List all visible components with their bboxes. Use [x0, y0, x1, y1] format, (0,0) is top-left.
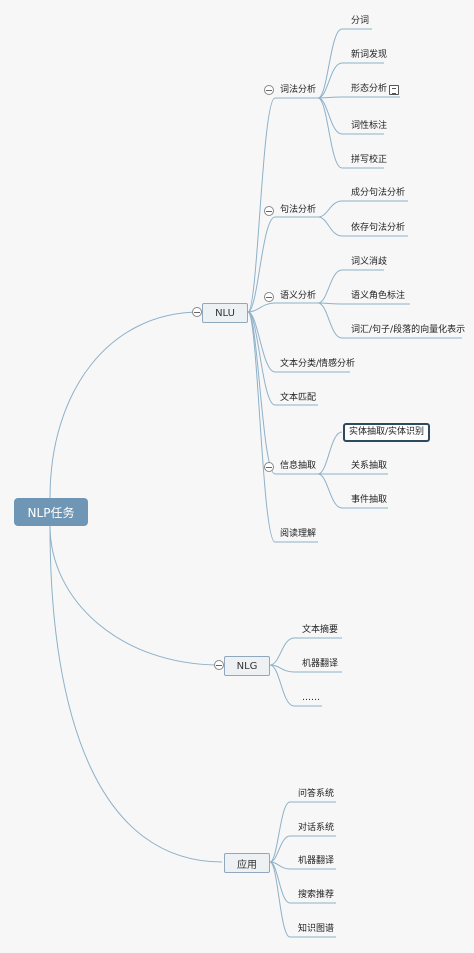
collapse-icon[interactable] [192, 307, 202, 317]
node-reading[interactable]: 阅读理解 [280, 529, 317, 539]
leaf-app-0[interactable]: 问答系统 [298, 789, 335, 799]
node-app[interactable]: 应用 [224, 853, 270, 873]
node-nlg[interactable]: NLG [224, 656, 270, 676]
collapse-icon[interactable] [264, 462, 274, 472]
node-nlu-label: NLU [215, 307, 235, 319]
node-extraction[interactable]: 信息抽取 [280, 461, 317, 471]
leaf-nlg-0[interactable]: 文本摘要 [302, 625, 339, 635]
node-semantic[interactable]: 语义分析 [280, 291, 317, 301]
leaf-semantic-0[interactable]: 词义消歧 [351, 257, 388, 267]
collapse-icon[interactable] [214, 660, 224, 670]
root-label: NLP任务 [27, 505, 75, 520]
leaf-nlg-1[interactable]: 机器翻译 [302, 659, 339, 669]
leaf-lexical-0[interactable]: 分词 [351, 16, 370, 26]
leaf-app-4[interactable]: 知识图谱 [298, 924, 335, 934]
root-node[interactable]: NLP任务 [14, 498, 88, 526]
leaf-syntax-1[interactable]: 依存句法分析 [351, 223, 406, 233]
collapse-icon[interactable] [264, 206, 274, 216]
leaf-lexical-2[interactable]: 形态分析 [351, 84, 388, 94]
node-syntax[interactable]: 句法分析 [280, 205, 317, 215]
leaf-extraction-0[interactable]: 实体抽取/实体识别 [343, 423, 431, 442]
leaf-extraction-1[interactable]: 关系抽取 [351, 461, 388, 471]
node-matching[interactable]: 文本匹配 [280, 393, 317, 403]
node-classification[interactable]: 文本分类/情感分析 [280, 359, 356, 369]
leaf-lexical-4[interactable]: 拼写校正 [351, 155, 388, 165]
leaf-app-1[interactable]: 对话系统 [298, 823, 335, 833]
leaf-nlg-2[interactable]: …… [302, 693, 320, 703]
leaf-lexical-1[interactable]: 新词发现 [351, 50, 388, 60]
leaf-app-3[interactable]: 搜索推荐 [298, 890, 335, 900]
leaf-app-2[interactable]: 机器翻译 [298, 856, 335, 866]
leaf-semantic-1[interactable]: 语义角色标注 [351, 291, 406, 301]
node-nlu[interactable]: NLU [202, 303, 248, 323]
node-app-label: 应用 [237, 859, 257, 871]
note-icon[interactable] [389, 85, 399, 95]
collapse-icon[interactable] [264, 292, 274, 302]
collapse-icon[interactable] [264, 85, 274, 95]
leaf-lexical-3[interactable]: 词性标注 [351, 121, 388, 131]
leaf-semantic-2[interactable]: 词汇/句子/段落的向量化表示 [351, 325, 466, 335]
leaf-extraction-2[interactable]: 事件抽取 [351, 495, 388, 505]
leaf-syntax-0[interactable]: 成分句法分析 [351, 188, 406, 198]
node-lexical[interactable]: 词法分析 [280, 85, 317, 95]
node-nlg-label: NLG [236, 660, 258, 672]
